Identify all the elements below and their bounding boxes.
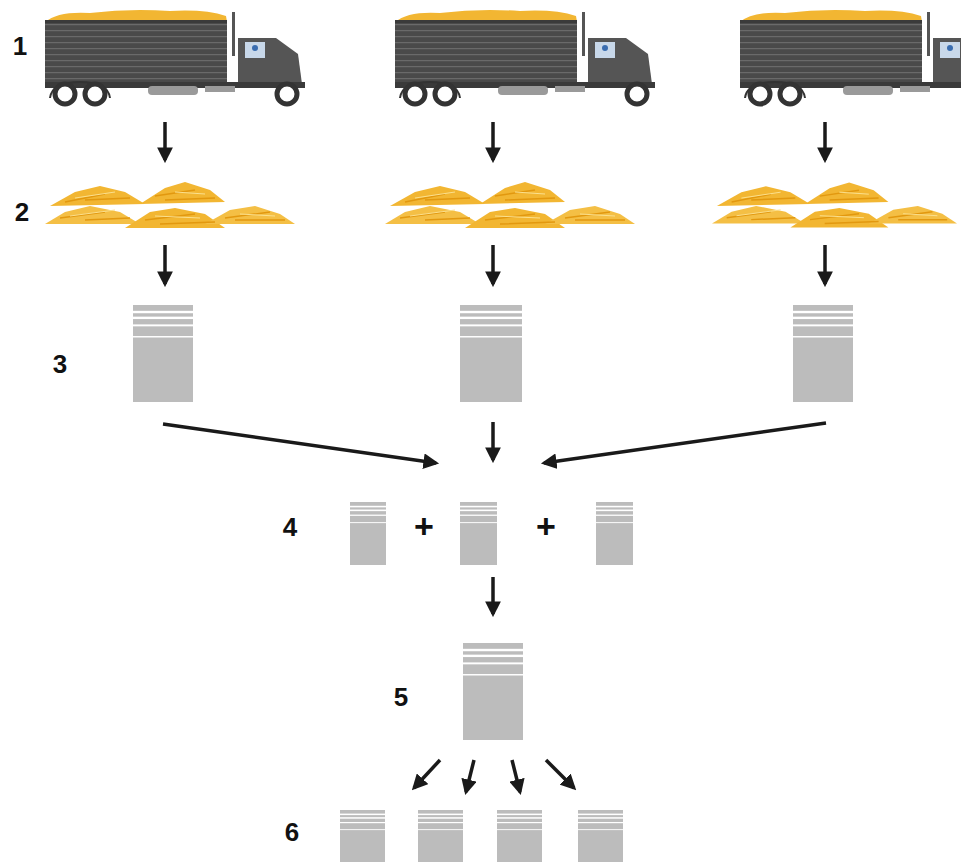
subsample-container	[340, 810, 385, 862]
flow-arrow	[163, 424, 436, 463]
subsample-container	[418, 810, 463, 862]
sample-containers	[133, 305, 853, 862]
flow-arrow	[546, 760, 574, 788]
flow-arrows	[163, 122, 826, 792]
truck-icon	[45, 10, 305, 104]
step-number: 4	[283, 514, 297, 540]
plus-sign: +	[414, 509, 434, 543]
flow-arrow	[491, 122, 495, 160]
flow-arrow	[466, 760, 474, 792]
flow-arrow	[544, 423, 826, 463]
flow-arrow	[512, 760, 520, 792]
step-number: 2	[15, 199, 29, 225]
step-number: 5	[394, 684, 408, 710]
subsample-container	[578, 810, 623, 862]
step-number: 6	[285, 819, 299, 845]
truck-icon	[740, 10, 961, 104]
flow-arrow	[414, 760, 440, 788]
flow-arrow	[823, 245, 827, 284]
grain-pile	[385, 182, 635, 228]
sample-container	[133, 305, 193, 402]
step-number: 3	[53, 351, 67, 377]
flow-arrow	[163, 245, 167, 284]
sample-container	[350, 502, 386, 565]
truck-row	[45, 10, 961, 104]
plus-sign: +	[536, 509, 556, 543]
step-number: 1	[13, 33, 27, 59]
subsample-container	[497, 810, 542, 862]
flow-arrow	[491, 245, 495, 284]
sample-container	[460, 502, 497, 565]
grain-piles	[45, 182, 957, 228]
flow-arrow	[163, 122, 167, 160]
sample-container	[460, 305, 522, 402]
flow-arrow	[491, 577, 495, 614]
sample-container	[793, 305, 853, 402]
flow-arrow	[823, 122, 827, 160]
grain-pile	[45, 182, 295, 228]
sample-container	[596, 502, 633, 565]
truck-icon	[395, 10, 655, 104]
flow-arrow	[491, 422, 495, 460]
grain-pile	[712, 182, 957, 227]
composite-container	[463, 643, 523, 740]
